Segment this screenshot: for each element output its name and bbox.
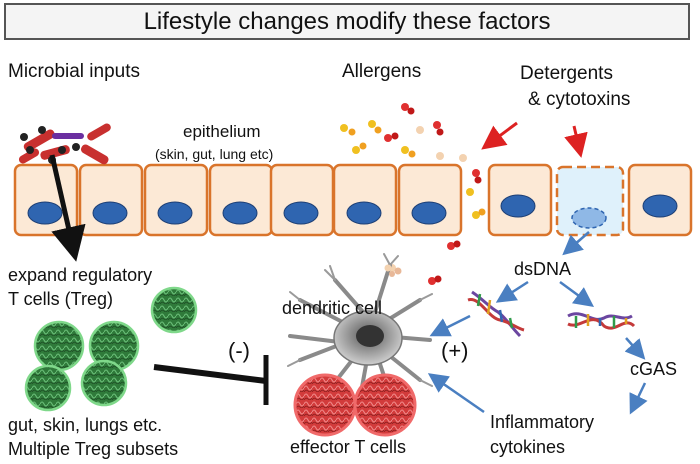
detergents-label: Detergents xyxy=(520,63,613,84)
expand-treg-label-line1: expand regulatory xyxy=(8,265,153,285)
expand-treg-label-line2: T cells (Treg) xyxy=(8,289,114,309)
helix1-to-dc-arrow xyxy=(429,314,471,337)
cytotoxins-label: & cytotoxins xyxy=(528,89,631,110)
epithelial-cell xyxy=(208,163,274,237)
dsdna-to-helix1-arrow xyxy=(495,280,529,303)
cell-nucleus xyxy=(222,201,258,225)
epithelium-layer xyxy=(13,163,693,237)
cytokines-label-line1: Inflammatory xyxy=(490,412,595,432)
dna-leak-arrow xyxy=(562,231,590,256)
tissues-label-line2: Multiple Treg subsets xyxy=(8,439,179,459)
microbial-inputs-label: Microbial inputs xyxy=(8,61,140,82)
epithelial-cell xyxy=(332,163,398,237)
helix2-to-cgas-arrow xyxy=(624,337,646,360)
cgas-label: cGAS xyxy=(630,359,678,379)
allergen-particles-icon xyxy=(340,103,486,285)
cell-nucleus xyxy=(346,201,382,225)
effector-t-cell xyxy=(353,373,417,437)
treg-cell xyxy=(150,286,198,334)
cell-nucleus xyxy=(411,201,447,225)
leaking-nucleus xyxy=(571,207,607,229)
allergens-label: Allergens xyxy=(342,61,422,82)
dendritic-cell-icon xyxy=(287,253,433,409)
cell-nucleus xyxy=(92,201,128,225)
cgas-to-cytokines-arrow xyxy=(629,382,648,415)
dendritic-cell-label: dendritic cell xyxy=(282,298,383,318)
effector-t-cell xyxy=(293,373,357,437)
cytokines-label-line2: cytokines xyxy=(490,437,566,457)
dsdna-to-helix2-arrow xyxy=(559,280,595,307)
epithelial-cell xyxy=(143,163,209,237)
tissues-label-line1: gut, skin, lungs etc. xyxy=(8,415,163,435)
cytotoxin-arrow xyxy=(564,125,588,158)
microbe-to-treg-arrow xyxy=(49,154,86,262)
epithelium-sites-label: (skin, gut, lung etc) xyxy=(155,146,274,162)
cell-nucleus xyxy=(27,201,63,225)
activation-sign: (+) xyxy=(441,338,469,363)
cytokines-to-dc-arrow xyxy=(427,373,485,414)
cell-nucleus xyxy=(642,194,678,218)
treg-cell xyxy=(24,364,72,412)
effector-t-cells-label: effector T cells xyxy=(290,437,407,457)
cell-nucleus xyxy=(283,201,319,225)
detergent-arrow xyxy=(481,121,518,150)
inhibition-line xyxy=(153,364,267,384)
microbes-icon xyxy=(18,123,111,165)
dna-helix-icon xyxy=(567,312,636,330)
dsdna-label: dsDNA xyxy=(514,259,572,279)
epithelium-label: epithelium xyxy=(183,122,261,141)
treg-cell xyxy=(80,359,128,407)
epithelial-cell xyxy=(397,163,463,237)
dna-helix-icon xyxy=(467,290,525,338)
epithelial-cell xyxy=(78,163,144,237)
cell-nucleus xyxy=(157,201,193,225)
treg-cell xyxy=(33,320,85,372)
epithelial-cell xyxy=(269,163,335,237)
title-banner: Lifestyle changes modify these factors xyxy=(4,3,690,40)
cell-nucleus xyxy=(500,194,536,218)
inhibition-sign: (-) xyxy=(228,338,250,363)
